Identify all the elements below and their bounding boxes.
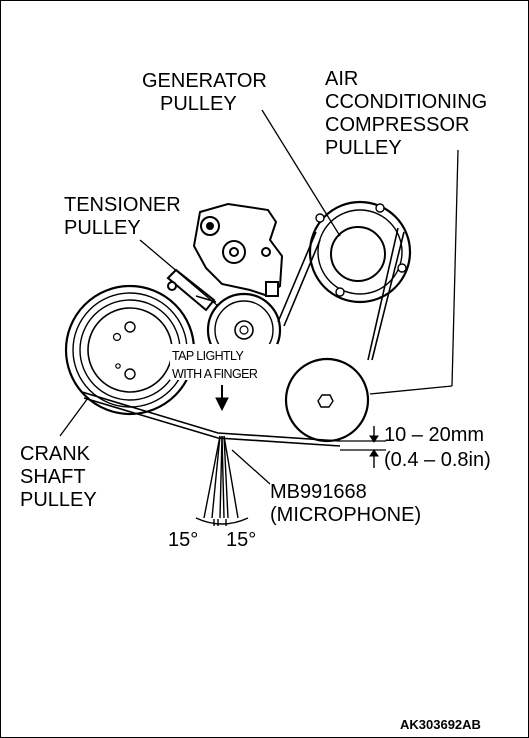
- deflection-mm-label: 10 – 20mm: [384, 424, 484, 446]
- tap-arrow: [215, 385, 229, 412]
- ac-compressor-pulley: [284, 357, 370, 443]
- callout-tap-lightly: TAP LIGHTLY WITH A FINGER: [170, 344, 278, 381]
- crank-label-line1: CRANK: [20, 443, 91, 465]
- angle-left-label: 15°: [168, 529, 198, 551]
- ac-label-line3: COMPRESSOR: [325, 114, 469, 136]
- callout-crank-shaft-pulley: CRANK SHAFT PULLEY: [20, 443, 97, 511]
- generator-pulley: [308, 200, 412, 304]
- tensioner-label-line1: TENSIONER: [64, 194, 181, 216]
- deflection-dimension: [340, 426, 386, 468]
- generator-label-line1: GENERATOR: [142, 70, 267, 92]
- drive-belt: [81, 227, 405, 447]
- leader-lines: [59, 109, 459, 485]
- crank-label-line3: PULLEY: [20, 489, 97, 511]
- callout-deflection: 10 – 20mm (0.4 – 0.8in): [384, 424, 491, 471]
- ac-label-line1: AIR: [325, 68, 358, 90]
- tensioner-bracket: [192, 202, 284, 298]
- ac-label-line2: CCONDITIONING: [325, 91, 487, 113]
- tap-label-line2: WITH A FINGER: [172, 367, 258, 381]
- crank-label-line2: SHAFT: [20, 466, 86, 488]
- generator-label-line2: PULLEY: [160, 93, 237, 115]
- deflection-in-label: (0.4 – 0.8in): [384, 449, 491, 471]
- tap-label-line1: TAP LIGHTLY: [172, 349, 244, 363]
- ac-label-line4: PULLEY: [325, 137, 402, 159]
- angle-right-label: 15°: [226, 529, 256, 551]
- figure-code: AK303692AB: [400, 717, 481, 732]
- callout-microphone: MB991668 (MICROPHONE): [270, 481, 421, 526]
- angle-labels: 15° 15°: [168, 529, 256, 551]
- callout-ac-compressor-pulley: AIR CCONDITIONING COMPRESSOR PULLEY: [325, 68, 487, 159]
- tensioner-label-line2: PULLEY: [64, 217, 141, 239]
- crank-shaft-pulley: [64, 284, 196, 416]
- microphone-position: [195, 435, 249, 526]
- callout-tensioner-pulley: TENSIONER PULLEY: [64, 194, 181, 239]
- callout-generator-pulley: GENERATOR PULLEY: [142, 70, 267, 115]
- tool-label-line1: MB991668: [270, 481, 367, 503]
- tool-label-line2: (MICROPHONE): [270, 504, 421, 526]
- tensioner-arm: [166, 268, 216, 312]
